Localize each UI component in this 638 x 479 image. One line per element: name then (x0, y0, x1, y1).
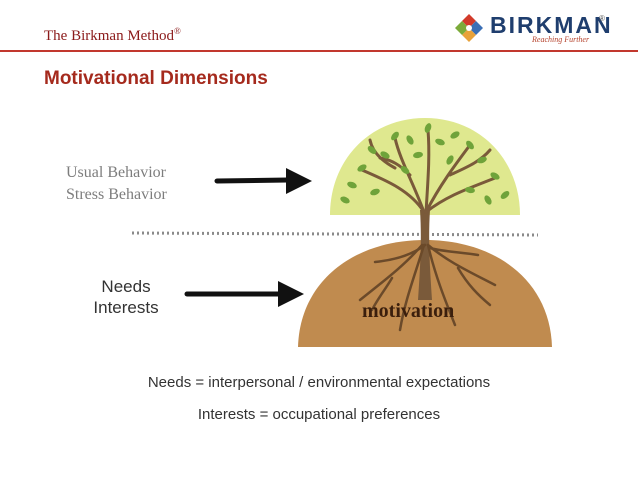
tree-roots (358, 243, 497, 332)
dotted-separator (131, 231, 539, 237)
interests-label: Interests (93, 298, 159, 317)
lower-labels: Needs Interests (86, 276, 166, 318)
tree-leaves (340, 123, 510, 205)
needs-label: Needs (101, 277, 151, 296)
tree-trunk (418, 210, 432, 300)
logo-emblem-icon (455, 14, 483, 42)
logo-wordmark: BIRKMAN (490, 12, 613, 38)
needs-definition: Needs = interpersonal / environmental ex… (147, 374, 491, 391)
registered-mark: ® (173, 26, 181, 36)
header-divider (0, 50, 638, 52)
page-title: Motivational Dimensions (44, 68, 268, 89)
birkman-logo: BIRKMAN ® Reaching Further (452, 10, 612, 46)
motivation-label: motivation (362, 300, 455, 322)
arrow-upper (214, 168, 312, 194)
arrow-lower (184, 281, 304, 307)
brand-title: The Birkman Method® (44, 26, 181, 44)
tree-branches (360, 128, 497, 214)
logo-registered-mark: ® (599, 14, 605, 23)
tree-canopy (330, 118, 520, 215)
stress-behavior-label: Stress Behavior (66, 186, 167, 203)
interests-definition: Interests = occupational preferences (197, 406, 441, 423)
logo-tagline: Reaching Further (532, 35, 590, 44)
usual-behavior-label: Usual Behavior (66, 164, 166, 181)
upper-labels: Usual Behavior Stress Behavior (66, 162, 167, 206)
